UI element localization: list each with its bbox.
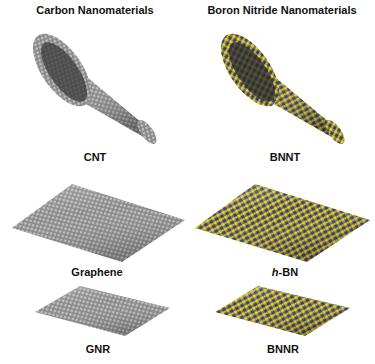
- cnt-tube: [22, 24, 160, 147]
- material-label: BNNT: [270, 151, 301, 164]
- bnnr-ribbon: [215, 286, 350, 336]
- column-heading: Boron Nitride Nanomaterials: [207, 4, 356, 17]
- material-label: BNNR: [267, 343, 299, 356]
- gnr-ribbon: [35, 286, 170, 336]
- column-heading: Carbon Nanomaterials: [36, 4, 153, 17]
- material-label: CNT: [84, 151, 107, 164]
- graphene-sheet: [12, 184, 185, 262]
- material-label: GNR: [86, 343, 110, 356]
- material-label: Graphene: [71, 266, 122, 279]
- bnnt-tube: [210, 24, 348, 147]
- hbn-sheet: [195, 184, 370, 262]
- material-label: h-BN: [272, 266, 298, 279]
